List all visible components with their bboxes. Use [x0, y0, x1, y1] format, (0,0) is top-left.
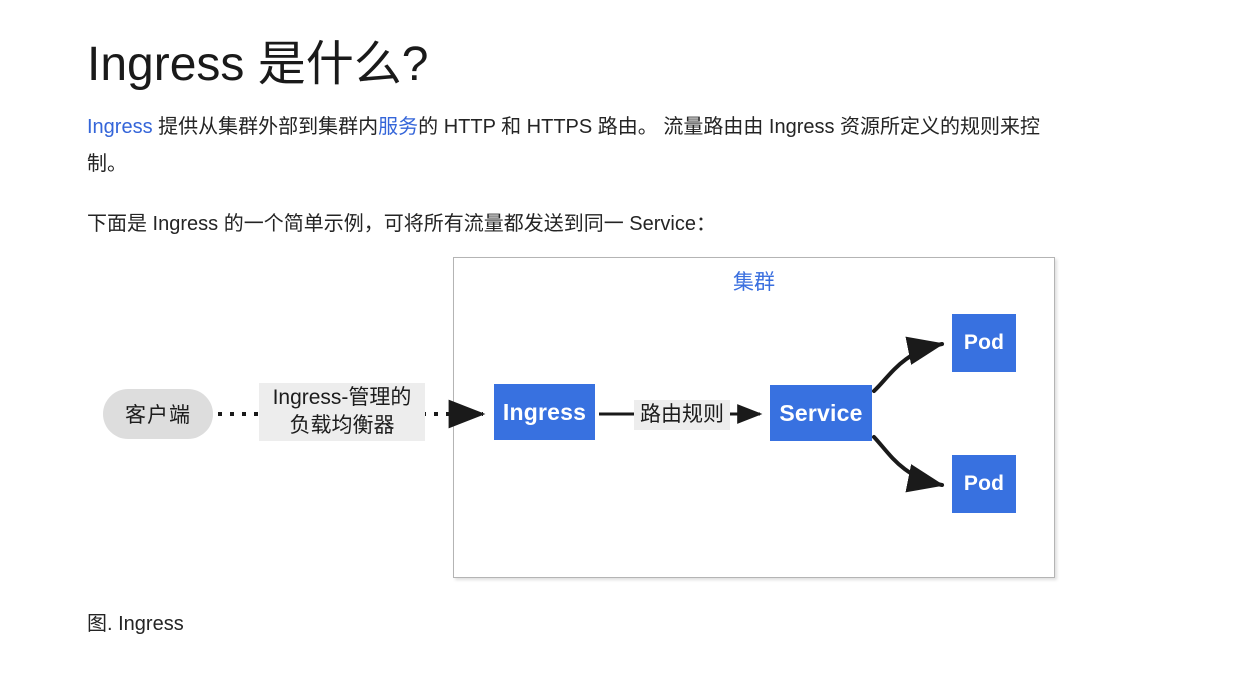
- intro-text-part-2: 的 HTTP 和 HTTPS 路由。 流量路由由 Ingress 资源所定义的规…: [87, 116, 1041, 175]
- edge-label-load-balancer-line1: Ingress-管理的: [272, 386, 412, 409]
- edge-label-routing-rules: 路由规则: [634, 400, 730, 430]
- figure-caption: 图. Ingress: [87, 613, 184, 635]
- node-client: 客户端: [103, 389, 213, 439]
- connector-service-to-pod-1: [872, 336, 945, 393]
- edge-label-load-balancer: Ingress-管理的 负载均衡器: [259, 383, 425, 441]
- intro-paragraph: Ingress 提供从集群外部到集群内服务的 HTTP 和 HTTPS 路由。 …: [87, 109, 1062, 183]
- intro-text-part-1: 提供从集群外部到集群内: [152, 116, 379, 138]
- cluster-label: 集群: [733, 271, 775, 294]
- node-pod-1: Pod: [952, 314, 1016, 372]
- edge-label-load-balancer-line2: 负载均衡器: [289, 414, 395, 437]
- node-service: Service: [770, 385, 872, 441]
- page-title: Ingress 是什么?: [87, 38, 429, 92]
- node-ingress: Ingress: [494, 384, 595, 440]
- ingress-link[interactable]: Ingress: [87, 116, 153, 138]
- service-link[interactable]: 服务: [378, 116, 419, 138]
- connector-service-to-pod-2: [872, 435, 945, 493]
- node-pod-2: Pod: [952, 455, 1016, 513]
- ingress-diagram: 集群 客户端 Ingress-管理的 负载均衡器: [90, 248, 1090, 588]
- example-paragraph: 下面是 Ingress 的一个简单示例，可将所有流量都发送到同一 Service…: [87, 213, 716, 235]
